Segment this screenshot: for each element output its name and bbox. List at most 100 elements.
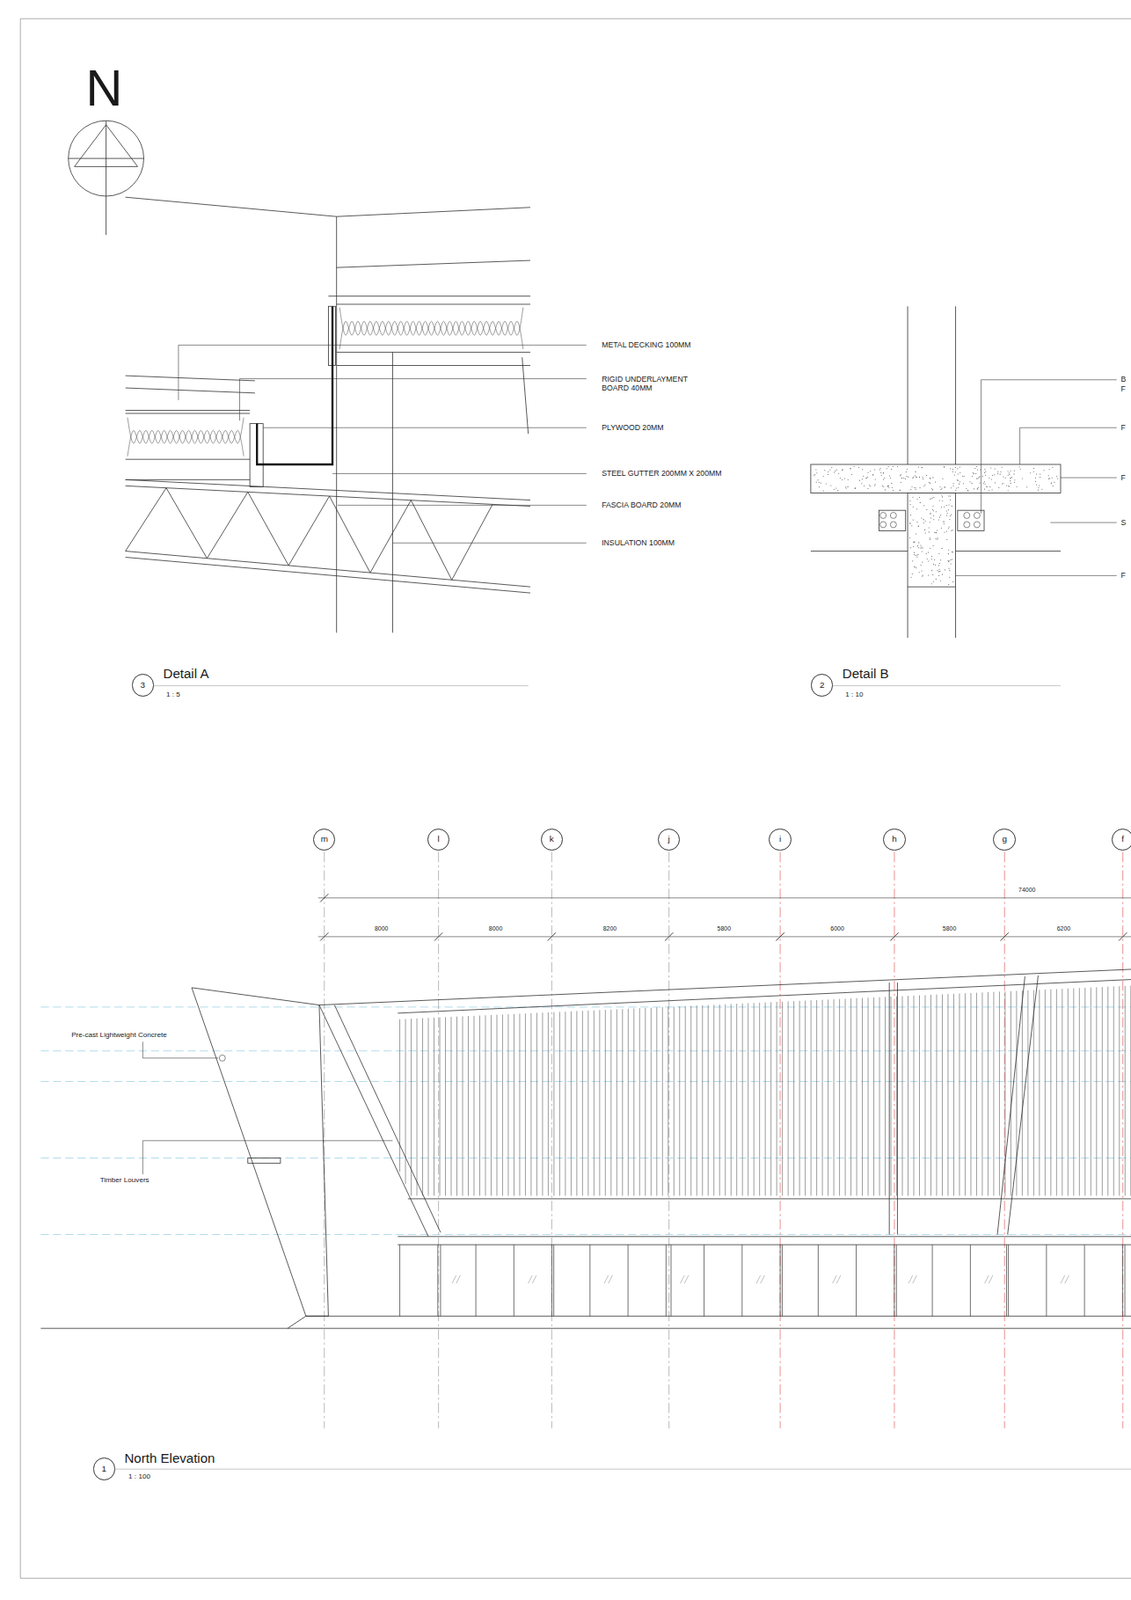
- concrete-stipple: [923, 518, 925, 520]
- concrete-stipple: [921, 569, 923, 571]
- concrete-stipple: [898, 489, 900, 491]
- timber-louver: [913, 995, 915, 1197]
- concrete-stipple: [1036, 484, 1037, 486]
- concrete-stipple: [994, 468, 996, 470]
- concrete-stipple: [919, 502, 921, 504]
- concrete-stipple: [984, 468, 986, 470]
- concrete-stipple: [918, 554, 920, 555]
- scale-note: 1 : 10: [845, 690, 863, 699]
- timber-louver: [456, 1016, 458, 1197]
- dimension-tick: [1000, 932, 1009, 941]
- concrete-stipple: [882, 478, 884, 480]
- timber-louver: [467, 1015, 469, 1196]
- grid-line: [1122, 852, 1124, 1429]
- concrete-stipple: [944, 486, 946, 488]
- concrete-stipple: [1056, 475, 1058, 477]
- concrete-stipple: [847, 486, 849, 488]
- timber-louver: [690, 1006, 692, 1197]
- concrete-stipple: [935, 538, 937, 540]
- timber-louver: [656, 1006, 657, 1196]
- timber-louver: [650, 1007, 652, 1197]
- concrete-stipple: [897, 466, 898, 467]
- dimension-text: 5800: [942, 925, 956, 933]
- concrete-stipple: [938, 564, 940, 566]
- concrete-stipple: [921, 575, 923, 577]
- timber-louver: [1101, 986, 1103, 1196]
- concrete-stipple: [970, 482, 972, 484]
- timber-louver: [890, 996, 892, 1196]
- concrete-stipple: [912, 477, 913, 479]
- concrete-stipple: [1007, 470, 1009, 472]
- concrete-stipple: [986, 486, 988, 488]
- concrete-stipple: [948, 495, 949, 497]
- timber-louver: [473, 1015, 475, 1197]
- concrete-stipple: [941, 500, 943, 502]
- concrete-stipple: [963, 475, 965, 477]
- timber-louver: [422, 1018, 424, 1197]
- concrete-stipple: [950, 559, 952, 561]
- concrete-stipple: [988, 489, 990, 491]
- concrete-stipple: [967, 490, 969, 492]
- concrete-stipple: [941, 487, 943, 489]
- concrete-stipple: [933, 515, 934, 517]
- concrete-stipple: [950, 487, 952, 489]
- window-mullion: [399, 1244, 401, 1316]
- concrete-stipple: [914, 474, 916, 476]
- section-line: [336, 216, 531, 633]
- timber-louver: [724, 1004, 726, 1197]
- dimension-tick: [775, 932, 784, 941]
- dimension-text: 8200: [603, 925, 617, 933]
- concrete-stipple: [913, 554, 915, 555]
- concrete-stipple: [1039, 476, 1041, 478]
- concrete-slab: [810, 464, 1061, 493]
- concrete-stipple: [854, 488, 856, 489]
- concrete-stipple: [976, 478, 978, 480]
- concrete-stipple: [939, 569, 941, 570]
- concrete-stipple: [858, 466, 860, 468]
- timber-louver: [839, 999, 840, 1197]
- concrete-stipple: [932, 488, 934, 490]
- concrete-stipple: [917, 545, 919, 547]
- concrete-stipple: [943, 466, 945, 467]
- concrete-stipple: [816, 472, 818, 474]
- concrete-stipple: [944, 531, 946, 533]
- window-mullion: [741, 1244, 743, 1316]
- concrete-stipple: [851, 474, 853, 475]
- concrete-stipple: [906, 468, 908, 470]
- concrete-stipple: [879, 469, 881, 471]
- dimension-tick: [664, 932, 673, 941]
- grid-bubble: m: [313, 828, 336, 852]
- concrete-stipple: [829, 469, 831, 471]
- timber-louver: [559, 1011, 561, 1196]
- concrete-stipple: [942, 520, 944, 522]
- concrete-stipple: [943, 523, 945, 525]
- dimension-text: 8000: [374, 925, 388, 933]
- concrete-stipple: [932, 574, 934, 576]
- concrete-stipple: [919, 487, 921, 489]
- concrete-stipple: [845, 486, 847, 488]
- window-mullion: [475, 1244, 477, 1316]
- grid-bubble: f: [1111, 828, 1131, 852]
- concrete-stipple: [929, 513, 931, 515]
- concrete-stipple: [929, 547, 931, 549]
- concrete-stipple: [892, 466, 894, 467]
- concrete-stipple: [916, 521, 918, 523]
- concrete-stipple: [952, 471, 954, 473]
- timber-louver: [781, 1001, 783, 1197]
- block-hole: [890, 511, 897, 519]
- timber-louver: [518, 1013, 520, 1196]
- dimension-text: 5800: [717, 925, 731, 933]
- concrete-stipple: [948, 560, 949, 562]
- concrete-stipple: [912, 573, 913, 575]
- timber-louver: [605, 1009, 606, 1196]
- concrete-stipple: [1049, 477, 1051, 479]
- concrete-stipple: [920, 564, 922, 566]
- timber-louver: [765, 1002, 767, 1197]
- concrete-stipple: [1037, 487, 1039, 489]
- concrete-stipple: [974, 467, 976, 469]
- concrete-stipple: [1007, 474, 1009, 476]
- glass-mark: [908, 1275, 917, 1284]
- concrete-stipple: [1049, 468, 1051, 470]
- timber-louver: [1061, 988, 1063, 1196]
- concrete-stipple: [919, 545, 921, 547]
